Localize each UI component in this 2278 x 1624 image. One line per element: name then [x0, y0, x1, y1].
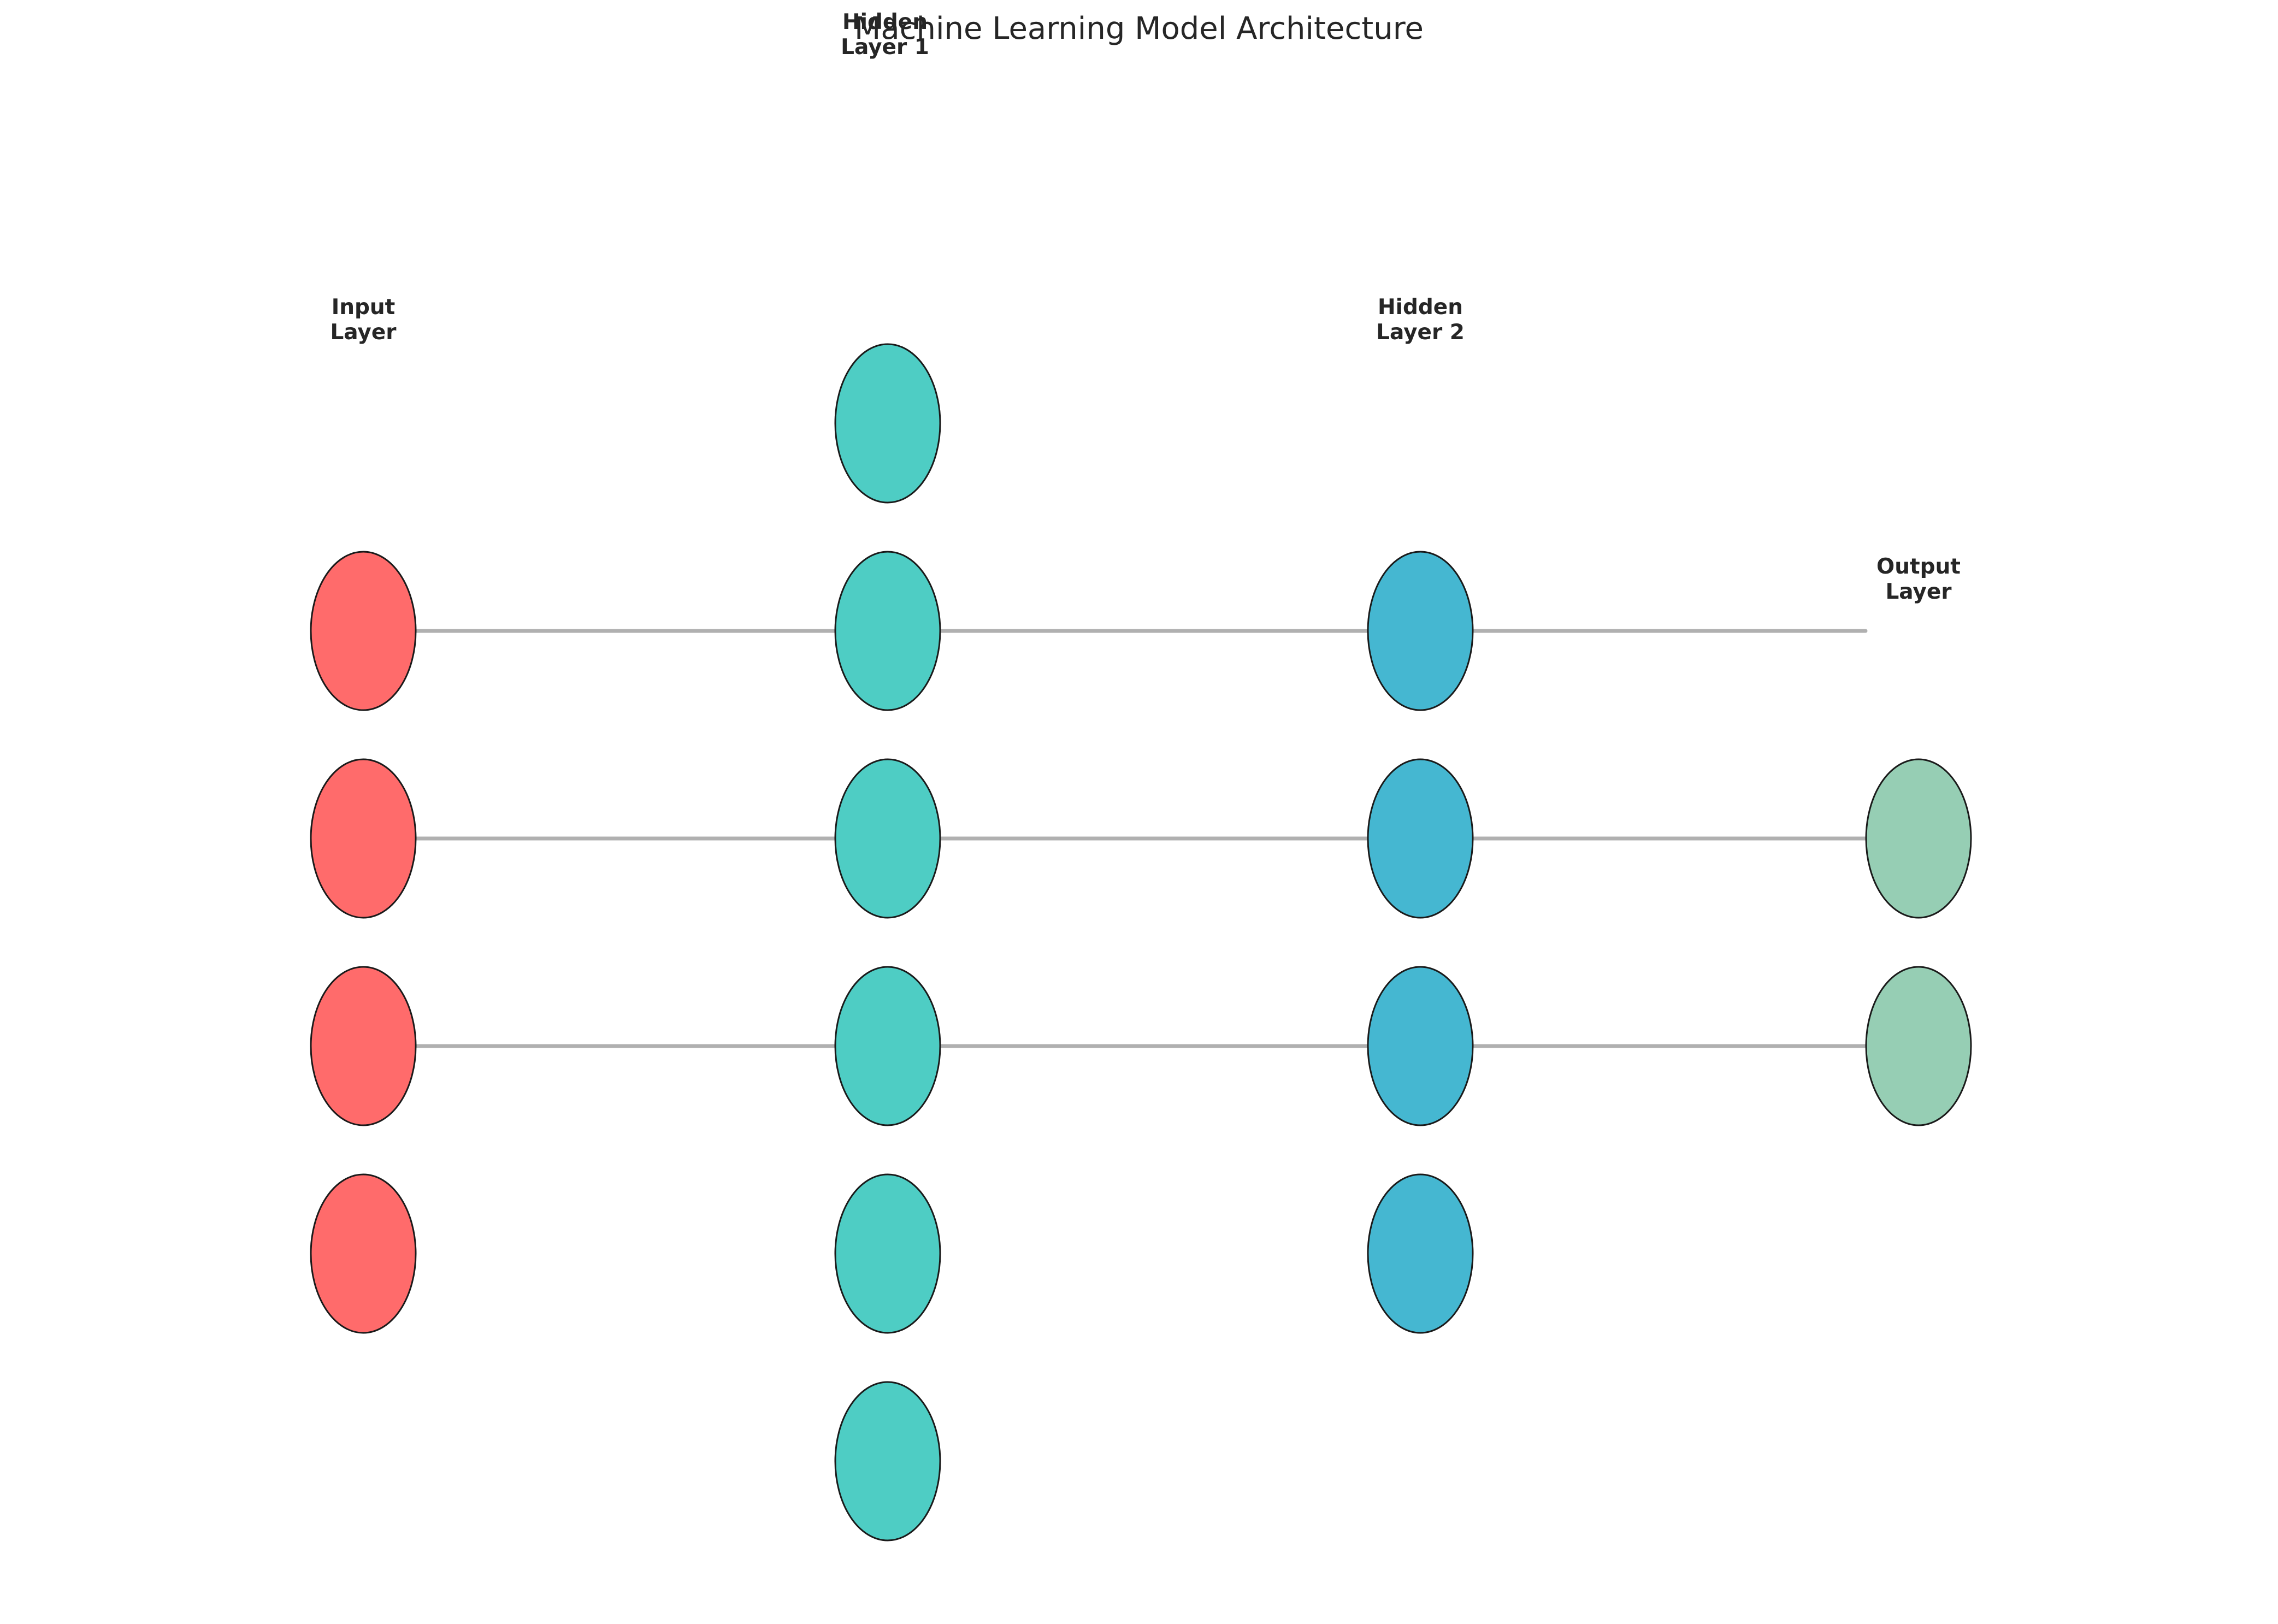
node-input-4[interactable]	[310, 1173, 417, 1334]
node-hidden-1-1[interactable]	[834, 343, 941, 504]
node-output-2[interactable]	[1865, 966, 1972, 1126]
layer-label-line1: Hidden	[842, 10, 928, 34]
layer-label-line1: Output	[1876, 554, 1961, 579]
node-input-2[interactable]	[310, 758, 417, 919]
connection-lines-group	[361, 629, 1921, 1048]
node-input-3[interactable]	[310, 966, 417, 1126]
node-hidden-1-6[interactable]	[834, 1381, 941, 1542]
page-title: Machine Learning Model Architecture	[854, 11, 1424, 46]
node-hidden-1-3[interactable]	[834, 758, 941, 919]
node-hidden-1-5[interactable]	[834, 1173, 941, 1334]
layer-label-line2: Layer 1	[841, 35, 929, 60]
layer-label-line2: Layer	[330, 320, 397, 345]
node-input-1[interactable]	[310, 551, 417, 711]
node-hidden-2-3[interactable]	[1367, 966, 1474, 1126]
layer-label-line2: Layer	[1885, 580, 1952, 605]
node-hidden-2-2[interactable]	[1367, 758, 1474, 919]
node-hidden-2-4[interactable]	[1367, 1173, 1474, 1334]
nodes-group	[310, 343, 1972, 1542]
node-hidden-2-1[interactable]	[1367, 551, 1474, 711]
node-output-1[interactable]	[1865, 758, 1972, 919]
node-hidden-1-2[interactable]	[834, 551, 941, 711]
layer-label-line1: Input	[331, 295, 396, 320]
layer-label-line2: Layer 2	[1376, 320, 1465, 345]
node-hidden-1-4[interactable]	[834, 966, 941, 1126]
layer-label-line1: Hidden	[1377, 295, 1463, 320]
